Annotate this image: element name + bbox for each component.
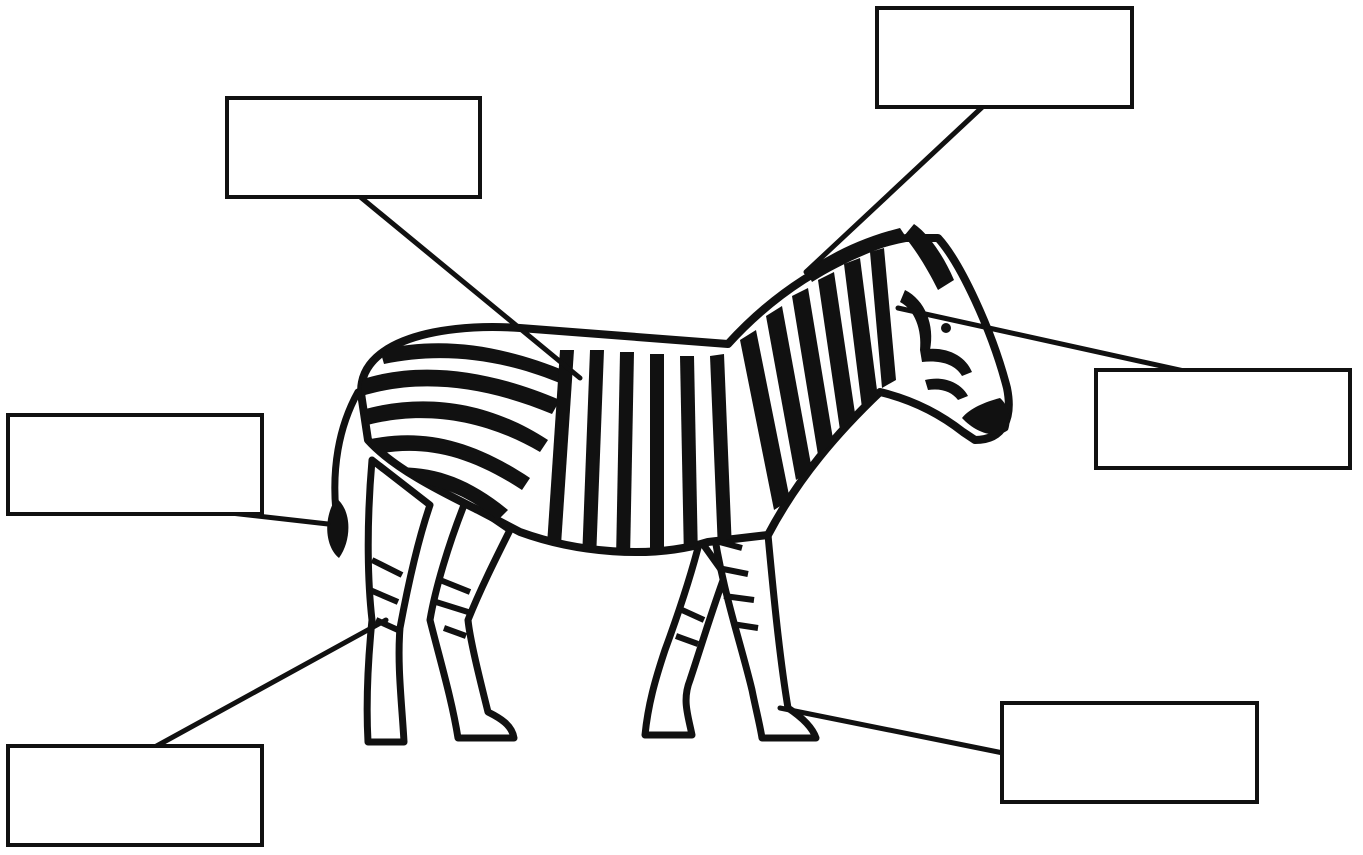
zebra-front-legs	[641, 516, 820, 742]
label-box-tail[interactable]	[6, 413, 264, 516]
label-box-mane[interactable]	[875, 6, 1134, 109]
label-box-back[interactable]	[225, 96, 482, 199]
zebra-body	[357, 224, 1013, 556]
zebra-hind-legs	[363, 456, 518, 746]
leader-line-back	[344, 183, 583, 381]
label-box-hoof[interactable]	[1000, 701, 1259, 804]
zebra-tail	[327, 388, 362, 558]
leader-line-mane	[803, 95, 995, 275]
leader-lines	[112, 95, 1237, 758]
label-box-head[interactable]	[1094, 368, 1352, 470]
leader-line-leg	[139, 617, 389, 757]
label-box-leg[interactable]	[6, 744, 264, 847]
leader-line-hoof	[777, 705, 1016, 758]
